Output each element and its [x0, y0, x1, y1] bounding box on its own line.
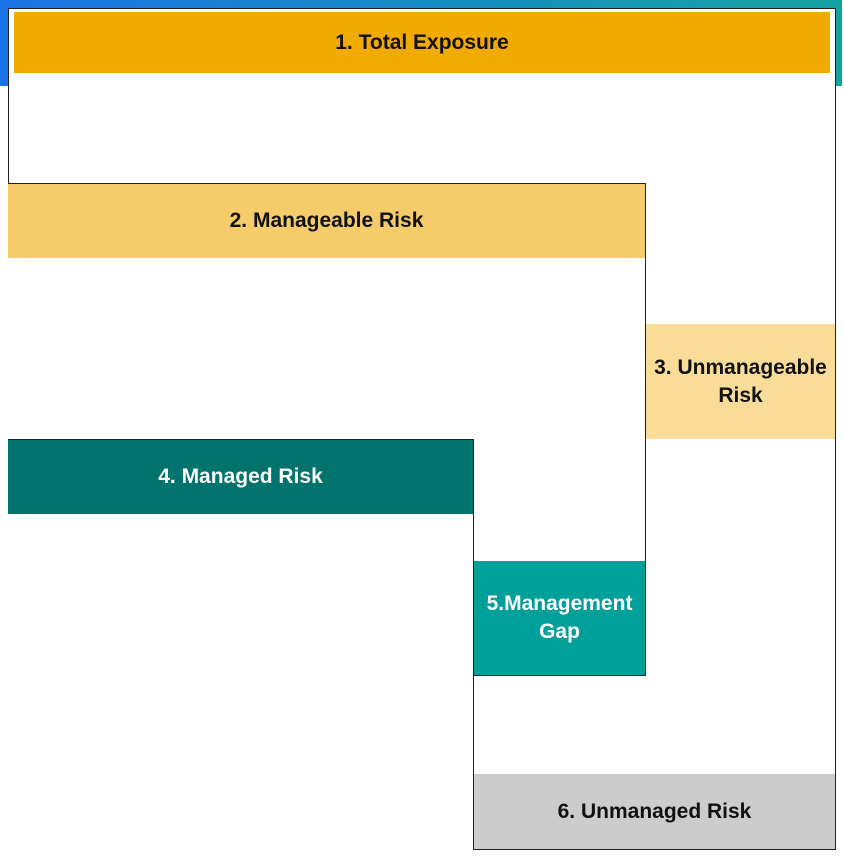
manageable-risk-label: 2. Manageable Risk [8, 184, 645, 258]
managed-risk-label: 4. Managed Risk [8, 440, 473, 514]
unmanageable-risk-label: 3. Unmanageable Risk [646, 324, 835, 439]
unmanaged-risk-label: 6. Unmanaged Risk [474, 774, 835, 849]
management-gap-label: 5.Management Gap [474, 561, 645, 675]
total-exposure-label: 1. Total Exposure [14, 12, 830, 73]
